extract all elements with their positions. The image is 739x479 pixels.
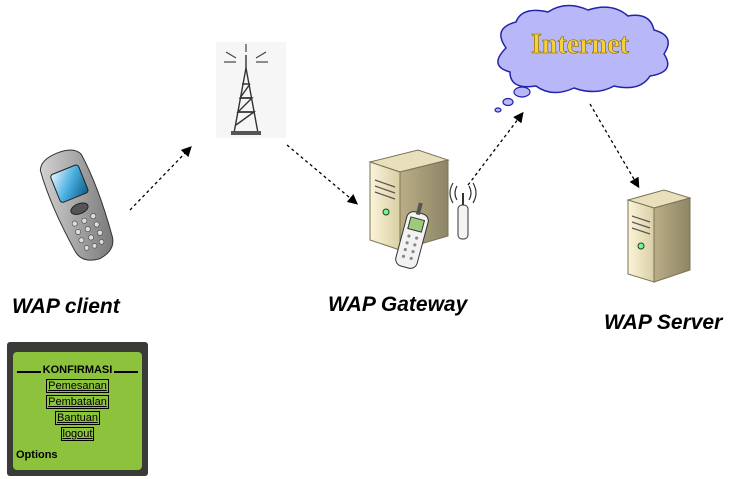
arrow-internet-to-server — [589, 103, 640, 189]
mobile-phone-icon — [39, 149, 114, 261]
link-pembatalan[interactable]: Pembatalan — [46, 395, 109, 409]
antenna-icon — [449, 182, 477, 240]
arrow-tower-to-gateway — [286, 144, 358, 205]
phone-screen: KONFIRMASI Pemesanan Pembatalan Bantuan … — [13, 352, 142, 470]
options-softkey[interactable]: Options — [16, 449, 58, 461]
link-bantuan[interactable]: Bantuan — [55, 411, 100, 425]
phone-screen-frame: KONFIRMASI Pemesanan Pembatalan Bantuan … — [7, 342, 148, 476]
connection-arrows — [129, 103, 640, 211]
gateway-server-icon — [368, 149, 477, 269]
wap-server-label: WAP Server — [604, 311, 723, 334]
wap-client-label: WAP client — [12, 295, 120, 318]
screen-title: KONFIRMASI — [13, 364, 142, 376]
arrow-client-to-tower — [129, 146, 192, 211]
cordless-phone-icon — [395, 202, 429, 269]
radio-tower-icon — [216, 42, 286, 138]
link-logout[interactable]: logout — [60, 427, 95, 441]
link-pemesanan[interactable]: Pemesanan — [46, 379, 109, 393]
arrow-gateway-to-internet — [467, 111, 524, 186]
internet-label: Internet — [531, 29, 630, 60]
web-server-icon — [626, 189, 692, 283]
wap-gateway-label: WAP Gateway — [328, 293, 468, 316]
internet-cloud-icon: Internet — [494, 4, 669, 113]
